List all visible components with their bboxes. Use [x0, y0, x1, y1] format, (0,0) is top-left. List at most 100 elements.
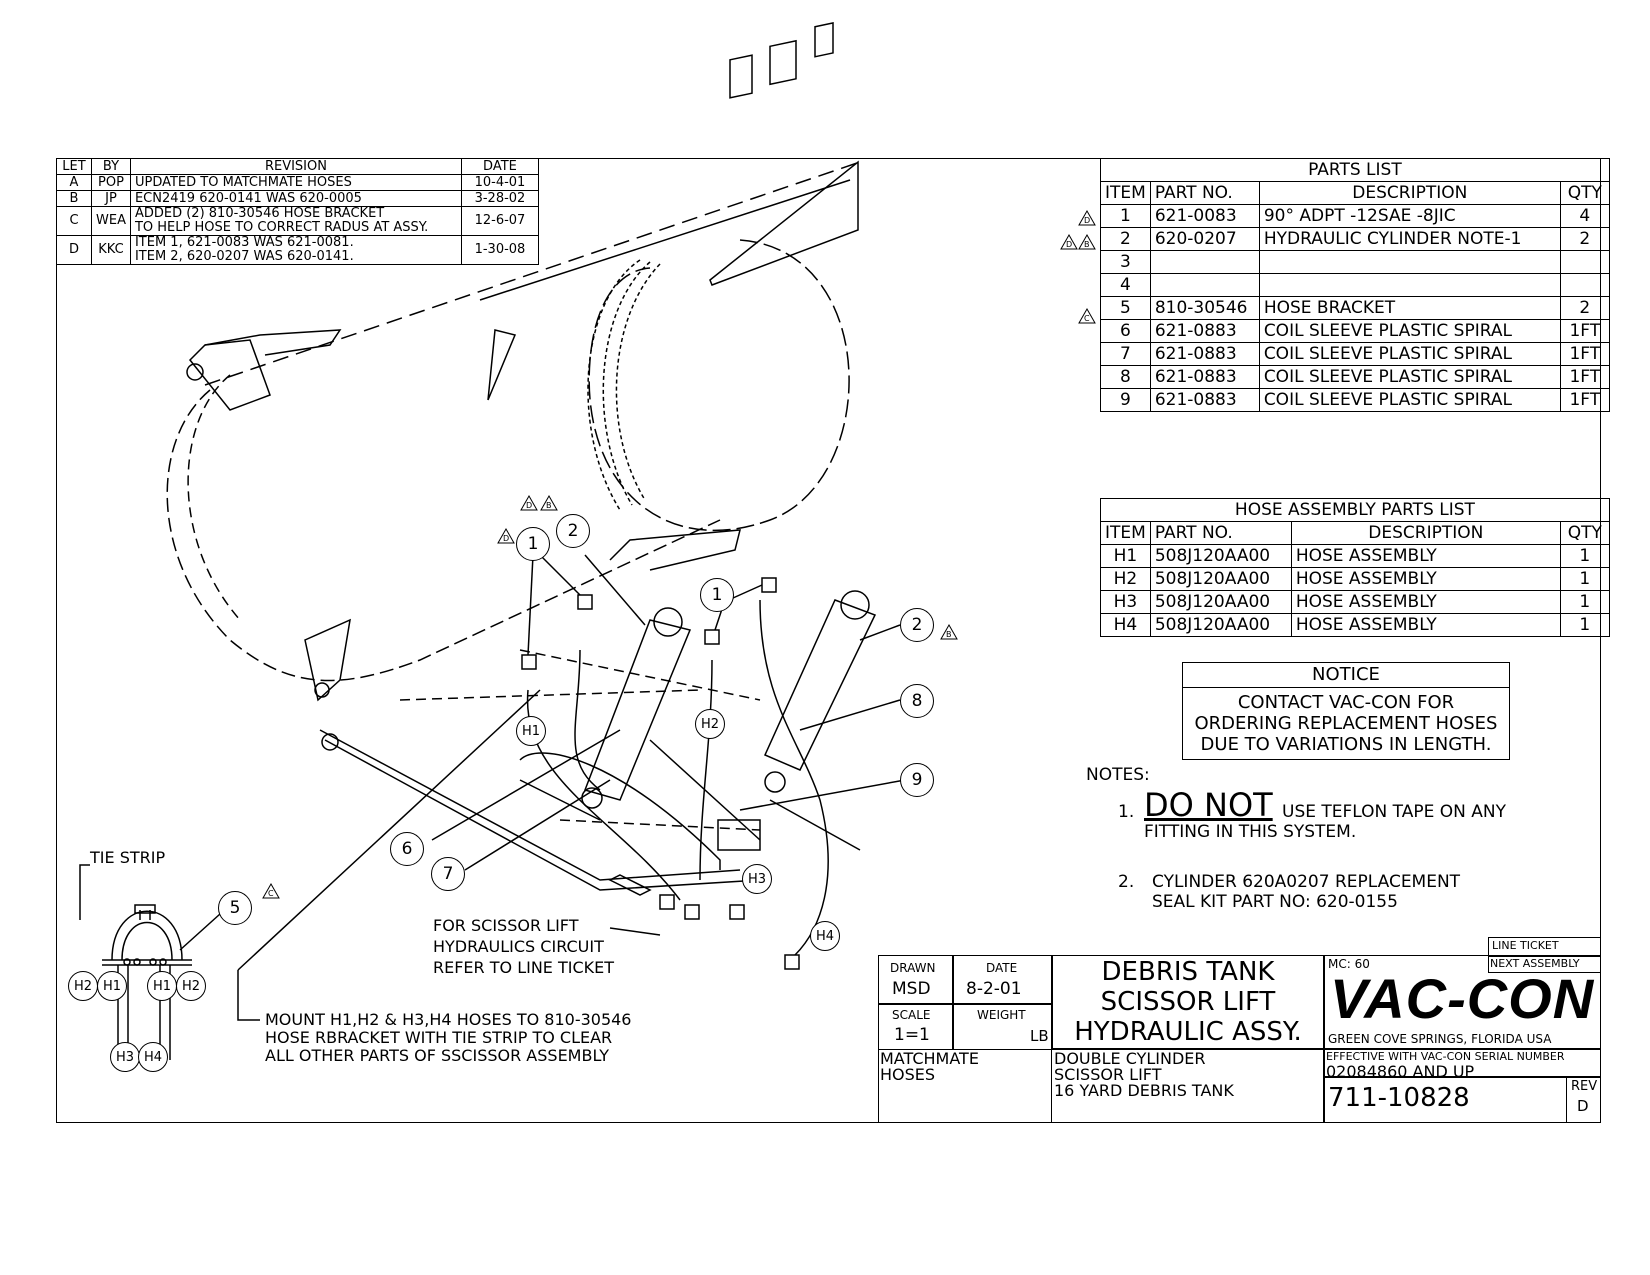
parts-list-table: PARTS LIST ITEM PART NO. DESCRIPTION QTY…: [1100, 158, 1610, 412]
hose-callout: H1: [147, 971, 177, 1001]
rev-value: D: [1577, 1097, 1589, 1115]
hinge-bracket: [188, 339, 271, 411]
description-line: SCISSOR LIFT: [1054, 1065, 1162, 1084]
scissor-note-line: HYDRAULICS CIRCUIT: [433, 937, 604, 956]
rev-triangle-icon: C: [1078, 307, 1096, 324]
hose-part: 508J120AA00: [1149, 544, 1292, 568]
left-desc-line: MATCHMATE: [880, 1049, 979, 1068]
parts-item: 7: [1100, 342, 1151, 366]
cylinder-right: [764, 599, 877, 771]
hose-qty: 1: [1559, 590, 1610, 614]
svg-text:B: B: [946, 630, 952, 639]
note-1-text: USE TEFLON TAPE ON ANY: [1282, 802, 1506, 822]
svg-text:C: C: [1084, 314, 1090, 323]
note-1-text-2: FITTING IN THIS SYSTEM.: [1144, 822, 1357, 842]
hose-list-table: HOSE ASSEMBLY PARTS LIST ITEM PART NO. D…: [1100, 498, 1610, 637]
drawing-title-line: HYDRAULIC ASSY.: [1074, 1017, 1302, 1047]
tank-outline: [166, 389, 721, 682]
callout-balloon: 2: [900, 608, 934, 642]
parts-qty: 1FT: [1559, 319, 1610, 343]
svg-text:D: D: [503, 534, 509, 543]
drawing-number: 711-10828: [1328, 1083, 1470, 1113]
scissor-frame: [319, 729, 741, 881]
rev-let: A: [56, 174, 92, 191]
rev-date: 3-28-02: [460, 190, 539, 207]
hose-desc: HOSE ASSEMBLY: [1290, 544, 1561, 568]
parts-desc: COIL SLEEVE PLASTIC SPIRAL: [1258, 365, 1561, 389]
rev-triangle-icon: C: [262, 882, 280, 899]
rev-text: UPDATED TO MATCHMATE HOSES: [129, 174, 462, 191]
hose-item: H3: [1100, 590, 1151, 614]
rev-label: REV: [1571, 1079, 1598, 1094]
note-2-text: CYLINDER 620A0207 REPLACEMENT: [1152, 872, 1461, 892]
rev-triangle-icon: B: [1078, 233, 1096, 250]
drawn-value: MSD: [892, 979, 931, 999]
drawing-border: [56, 158, 1601, 1123]
left-desc: MATCHMATE HOSES: [880, 1051, 979, 1083]
parts-part: 810-30546: [1149, 296, 1260, 320]
note-1-number: 1.: [1118, 802, 1135, 822]
hose-part: 508J120AA00: [1149, 567, 1292, 591]
hose-h3: [574, 649, 601, 791]
next-assembly-label: NEXT ASSEMBLY: [1490, 957, 1580, 970]
parts-desc: [1258, 250, 1561, 274]
hose-item: H2: [1100, 567, 1151, 591]
rev-header-revision: REVISION: [129, 158, 462, 175]
hose-item: H1: [1100, 544, 1151, 568]
mount-note-line: HOSE RBRACKET WITH TIE STRIP TO CLEAR: [265, 1028, 613, 1047]
note-2-number: 2.: [1118, 872, 1135, 892]
hose-desc: HOSE ASSEMBLY: [1290, 590, 1561, 614]
date-value: 8-2-01: [966, 979, 1022, 999]
hose-part: 508J120AA00: [1149, 613, 1292, 637]
callout-balloon: 2: [556, 514, 590, 548]
weight-label: WEIGHT: [977, 1008, 1026, 1022]
hose-qty: 1: [1559, 544, 1610, 568]
rev-date: 1-30-08: [460, 235, 539, 265]
notice-line: DUE TO VARIATIONS IN LENGTH.: [1200, 734, 1492, 755]
rev-row: D KKC ITEM 1, 621-0083 WAS 621-0081.ITEM…: [56, 235, 539, 265]
parts-qty: [1559, 250, 1610, 274]
hose-header-desc: DESCRIPTION: [1290, 521, 1561, 545]
description-line: 16 YARD DEBRIS TANK: [1054, 1081, 1234, 1100]
mount-leader: [237, 689, 541, 971]
hose-callout: H2: [695, 709, 725, 739]
pin: [487, 329, 517, 401]
rev-text-line-2: TO HELP HOSE TO CORRECT RADUS AT ASSY.: [134, 220, 429, 235]
description-line: DOUBLE CYLINDER: [1054, 1049, 1206, 1068]
notes-title: NOTES:: [1086, 765, 1150, 785]
rev-triangle-icon: D: [1060, 233, 1078, 250]
vac-con-logo: VAC-CON: [1330, 967, 1595, 1030]
parts-item: 8: [1100, 365, 1151, 389]
note-2-text-2: SEAL KIT PART NO: 620-0155: [1152, 892, 1398, 912]
rev-header-date: DATE: [460, 158, 539, 175]
rev-header-let: LET: [56, 158, 92, 175]
hose-h2: [699, 659, 713, 881]
hose-callout: H3: [110, 1042, 140, 1072]
callout-balloon: 8: [900, 684, 934, 718]
parts-part: 621-0883: [1149, 319, 1260, 343]
notice-title: NOTICE: [1183, 663, 1509, 688]
hose-callout: H4: [138, 1042, 168, 1072]
parts-desc: HOSE BRACKET: [1258, 296, 1561, 320]
parts-part: 621-0883: [1149, 365, 1260, 389]
weight-unit: LB: [1030, 1027, 1049, 1045]
parts-qty: 1FT: [1559, 365, 1610, 389]
svg-text:B: B: [546, 501, 552, 510]
leader-1a: [527, 554, 534, 656]
hose-header-item: ITEM: [1100, 521, 1151, 545]
cylinder-left: [584, 619, 692, 801]
parts-desc: 90° ADPT -12SAE -8JIC: [1258, 204, 1561, 228]
rev-row: A POP UPDATED TO MATCHMATE HOSES 10-4-01: [56, 174, 539, 191]
svg-text:B: B: [1084, 240, 1090, 249]
left-desc-line: HOSES: [880, 1065, 936, 1084]
parts-qty: 1FT: [1559, 388, 1610, 412]
note-1-emphasis: DO NOT: [1144, 786, 1273, 824]
title-block: DRAWN MSD DATE 8-2-01 SCALE 1=1 WEIGHT L…: [878, 937, 1601, 1123]
scissor-note-line: REFER TO LINE TICKET: [433, 958, 615, 977]
rev-by: WEA: [91, 206, 131, 236]
